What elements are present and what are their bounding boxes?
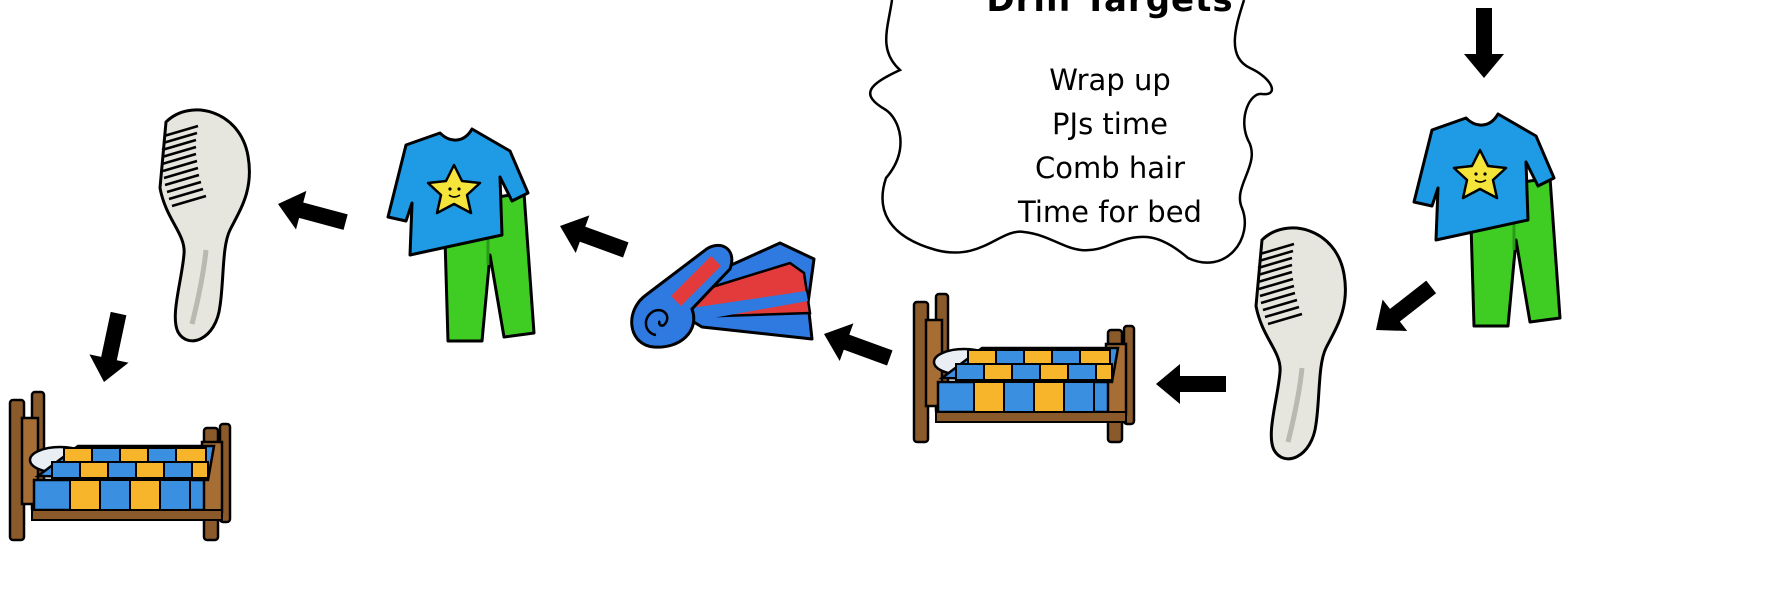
arrow-icon [553, 207, 633, 269]
drill-targets-card: Drill Targets Wrap up PJs time Comb hair… [970, 0, 1250, 260]
card-title: Drill Targets [986, 0, 1234, 20]
bed-icon [8, 390, 232, 542]
bed-icon [912, 292, 1136, 444]
pajamas-icon [1412, 112, 1562, 328]
arrow-icon [84, 309, 139, 387]
title-cloud-outline [869, 0, 1274, 264]
target-item: PJs time [1052, 107, 1168, 141]
comb-icon [1256, 228, 1345, 459]
arrow-icon [272, 184, 351, 242]
target-item: Comb hair [1035, 151, 1185, 185]
target-list: Wrap up PJs time Comb hair Time for bed [970, 58, 1250, 234]
arrow-icon [1464, 8, 1504, 78]
arrow-icon [817, 315, 897, 377]
target-item: Wrap up [1049, 63, 1171, 97]
arrow-icon [1363, 271, 1444, 346]
comb-icon [160, 110, 249, 341]
pajamas-icon [386, 127, 536, 343]
sleeping-mat-icon [632, 243, 814, 347]
target-item: Time for bed [1018, 195, 1202, 229]
arrow-icon [1156, 364, 1226, 404]
